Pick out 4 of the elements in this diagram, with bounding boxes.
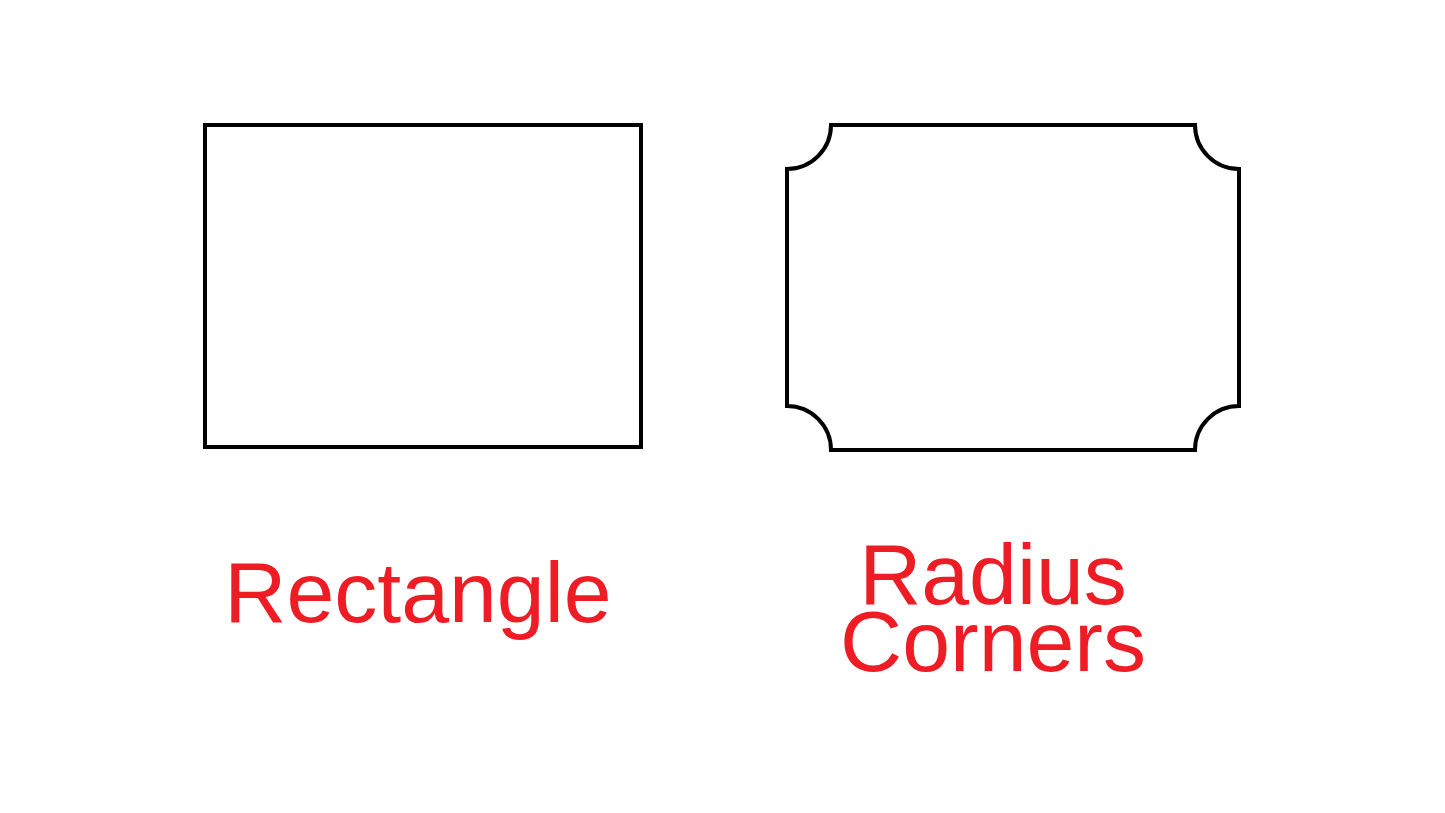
notched-corner-rectangle-outline	[785, 123, 1241, 452]
rectangle-outline	[203, 123, 643, 449]
node-label: Radius Corners	[839, 541, 1147, 675]
node-label: Rectangle	[223, 543, 613, 642]
